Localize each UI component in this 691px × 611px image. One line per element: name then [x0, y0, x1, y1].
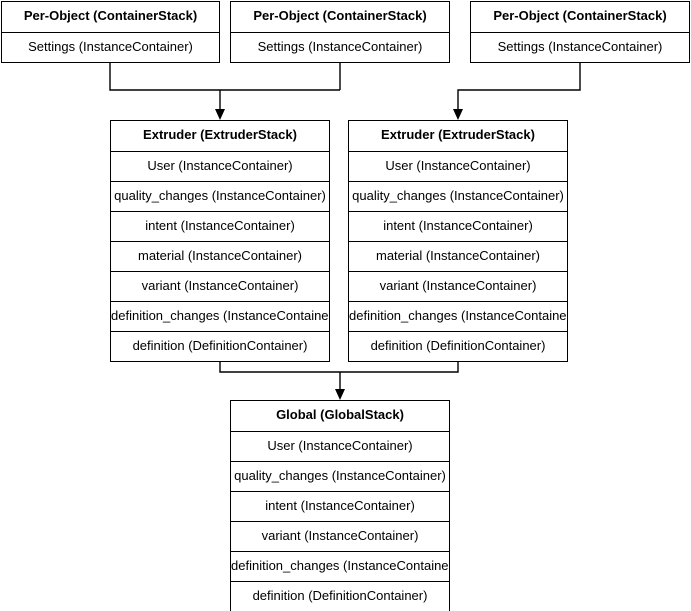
node-row-user: User (InstanceContainer)	[231, 431, 449, 461]
arrowhead-icon-global	[335, 389, 345, 400]
node-row-quality-changes: quality_changes (InstanceContainer)	[111, 181, 329, 211]
node-extruder-1[interactable]: Extruder (ExtruderStack) User (InstanceC…	[110, 120, 330, 362]
node-header: Extruder (ExtruderStack)	[381, 127, 535, 142]
node-row-user: User (InstanceContainer)	[111, 151, 329, 181]
node-row-material: material (InstanceContainer)	[111, 241, 329, 271]
node-global[interactable]: Global (GlobalStack) User (InstanceConta…	[230, 400, 450, 611]
node-header: Global (GlobalStack)	[276, 407, 404, 422]
node-header: Extruder (ExtruderStack)	[143, 127, 297, 142]
node-row-variant: variant (InstanceContainer)	[111, 271, 329, 301]
edge-per-object-1-to-extruder-1	[109, 61, 340, 91]
node-row-definition: definition (DefinitionContainer)	[111, 331, 329, 361]
node-per-object-2[interactable]: Per-Object (ContainerStack) Settings (In…	[230, 1, 450, 63]
node-row-quality-changes: quality_changes (InstanceContainer)	[349, 181, 567, 211]
node-row-quality-changes: quality_changes (InstanceContainer)	[231, 461, 449, 491]
node-row-settings: Settings (InstanceContainer)	[231, 32, 449, 62]
node-row-material: material (InstanceContainer)	[349, 241, 567, 271]
arrowhead-icon-extruder-1	[215, 109, 225, 120]
node-extruder-2[interactable]: Extruder (ExtruderStack) User (InstanceC…	[348, 120, 568, 362]
node-row-definition: definition (DefinitionContainer)	[231, 581, 449, 611]
node-per-object-3[interactable]: Per-Object (ContainerStack) Settings (In…	[470, 1, 690, 63]
node-per-object-1[interactable]: Per-Object (ContainerStack) Settings (In…	[1, 1, 220, 63]
node-row-definition: definition (DefinitionContainer)	[349, 331, 567, 361]
node-header: Per-Object (ContainerStack)	[253, 8, 427, 23]
node-row-settings: Settings (InstanceContainer)	[471, 32, 689, 62]
node-row-user: User (InstanceContainer)	[349, 151, 567, 181]
node-row-variant: variant (InstanceContainer)	[231, 521, 449, 551]
node-row-intent: intent (InstanceContainer)	[349, 211, 567, 241]
node-row-variant: variant (InstanceContainer)	[349, 271, 567, 301]
node-row-settings: Settings (InstanceContainer)	[2, 32, 219, 62]
node-row-definition-changes: definition_changes (InstanceContainer)	[111, 301, 329, 331]
node-header: Per-Object (ContainerStack)	[493, 8, 667, 23]
node-header: Per-Object (ContainerStack)	[23, 8, 198, 23]
node-row-definition-changes: definition_changes (InstanceContainer)	[349, 301, 567, 331]
node-row-definition-changes: definition_changes (InstanceContainer)	[231, 551, 449, 581]
node-row-intent: intent (InstanceContainer)	[111, 211, 329, 241]
node-row-intent: intent (InstanceContainer)	[231, 491, 449, 521]
edge-per-object-3-to-extruder-2	[457, 61, 581, 113]
arrowhead-icon-extruder-2	[453, 109, 463, 120]
